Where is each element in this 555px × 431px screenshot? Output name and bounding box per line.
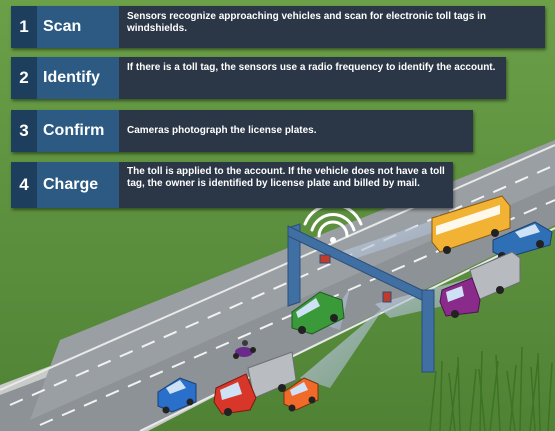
step-description: Sensors recognize approaching vehicles a…	[119, 6, 545, 48]
step-title: Identify	[37, 57, 119, 99]
step-number: 3	[11, 110, 37, 152]
step-number: 4	[11, 162, 37, 208]
orange-car	[283, 377, 319, 412]
step-number: 2	[11, 57, 37, 99]
step-title: Confirm	[37, 110, 119, 152]
step-description: Cameras photograph the license plates.	[119, 110, 473, 152]
road-edge-line	[0, 144, 555, 391]
tall-grass	[429, 346, 553, 431]
red-truck	[213, 351, 297, 416]
step-number: 1	[11, 6, 37, 48]
green-van	[291, 291, 345, 335]
step-charge: 4 Charge The toll is applied to the acco…	[11, 162, 453, 208]
toll-gantry	[287, 223, 435, 373]
step-title: Scan	[37, 6, 119, 48]
step-identify: 2 Identify If there is a toll tag, the s…	[11, 57, 506, 99]
bus	[431, 195, 511, 254]
step-scan: 1 Scan Sensors recognize approaching veh…	[11, 6, 545, 48]
step-confirm: 3 Confirm Cameras photograph the license…	[11, 110, 473, 152]
blue-car	[157, 377, 197, 414]
road-edge-line-lower	[139, 227, 555, 431]
motorcycle	[233, 340, 256, 359]
semi-truck	[439, 251, 521, 318]
step-title: Charge	[37, 162, 119, 208]
step-description: If there is a toll tag, the sensors use …	[119, 57, 506, 99]
step-description: The toll is applied to the account. If t…	[119, 162, 453, 208]
